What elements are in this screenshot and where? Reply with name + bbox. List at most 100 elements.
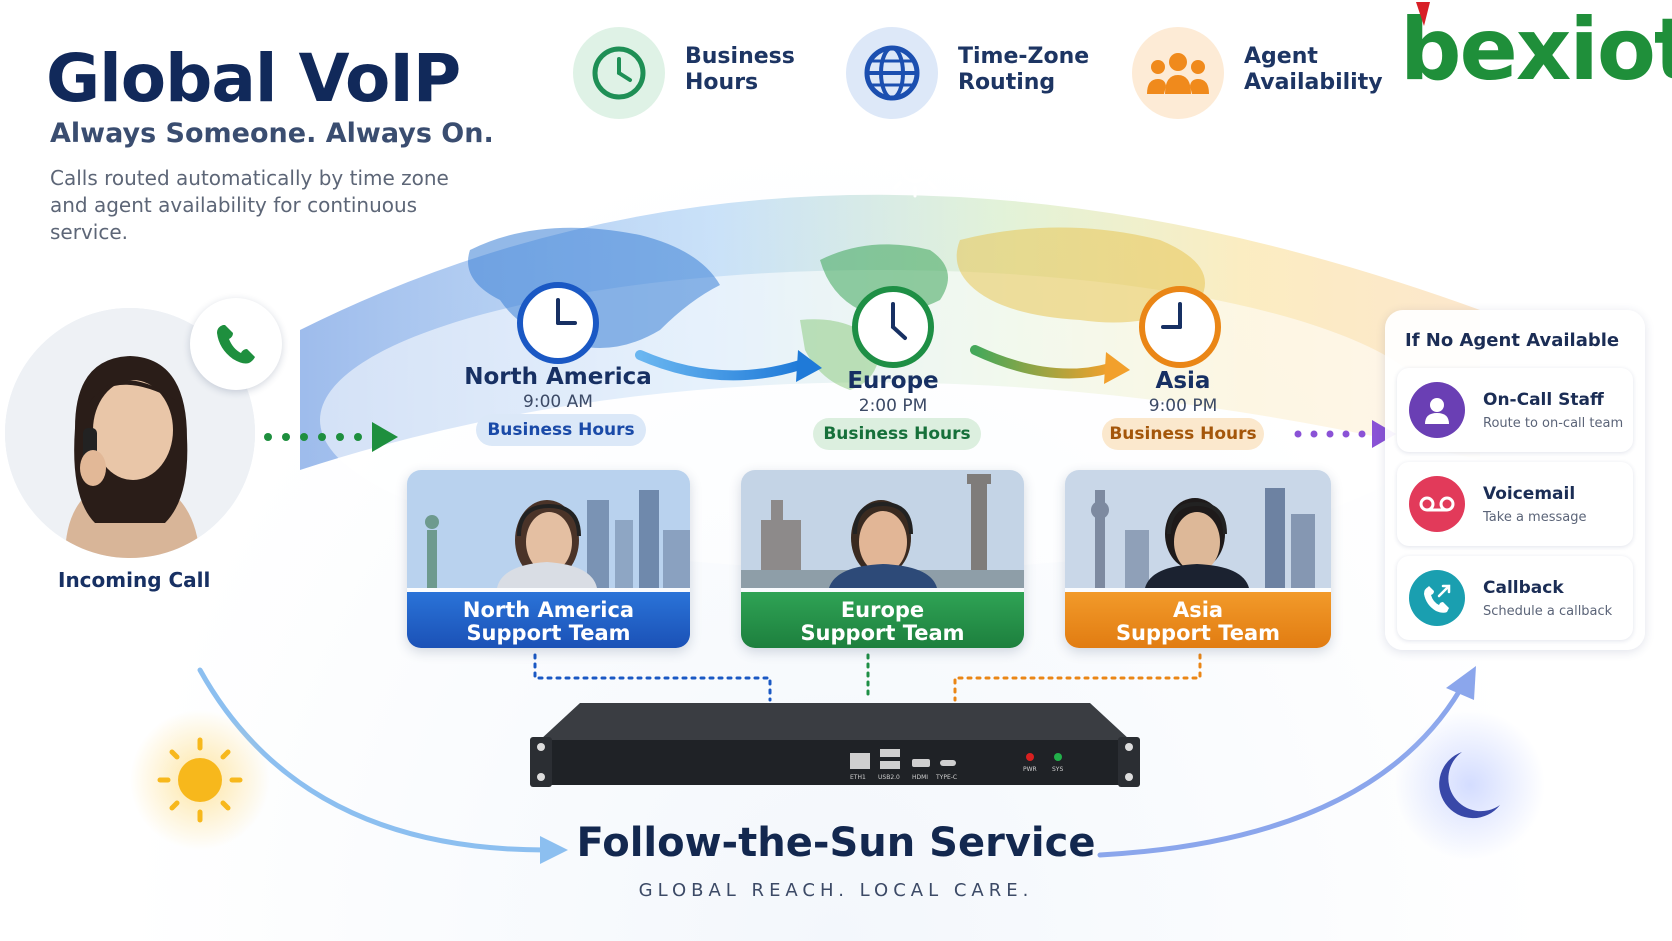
arrowhead-icon	[540, 836, 568, 864]
brand-logo: bexiot	[1400, 0, 1672, 100]
clock-icon	[1139, 286, 1221, 368]
feature-label-line: Availability	[1244, 70, 1383, 95]
moon-glow	[1395, 710, 1545, 860]
team-card-europe: Europe Support Team	[741, 470, 1024, 648]
incoming-call-label: Incoming Call	[58, 568, 211, 592]
fallback-option-name: On-Call Staff	[1483, 390, 1604, 410]
region-time: 9:00 PM	[1148, 396, 1218, 416]
page-subtitle: Always Someone. Always On.	[50, 118, 494, 149]
fallback-option-desc: Route to on-call team	[1483, 416, 1624, 431]
team-label: North America	[462, 598, 635, 622]
feature-label: Time-Zone Routing	[958, 44, 1108, 96]
voip-gateway-device: ETH1 USB2.0 HDMI TYPE-C PWR SYS	[530, 703, 1140, 787]
team-label: Europe	[840, 598, 925, 622]
status-badge: Business Hours	[476, 414, 646, 446]
team-label: Support Team	[466, 621, 631, 645]
clock-icon	[517, 282, 599, 364]
page-title: Global VoIP	[46, 40, 461, 117]
usb-port	[880, 749, 900, 757]
feature-label-line: Time-Zone	[958, 44, 1090, 69]
port-label: PWR	[1023, 766, 1037, 773]
fallback-panel: If No Agent Available On-Call Staff Rout…	[1385, 310, 1645, 650]
port-label: ETH1	[850, 774, 866, 781]
fallback-option-on-call: On-Call Staff Route to on-call team	[1397, 368, 1633, 452]
feature-label-line: Agent	[1244, 44, 1318, 69]
port-label: HDMI	[912, 774, 928, 781]
sun-icon	[157, 737, 243, 823]
power-led	[1026, 753, 1034, 761]
team-icon	[1132, 27, 1224, 119]
ethernet-port	[850, 753, 870, 769]
fallback-option-name: Callback	[1483, 578, 1564, 598]
sunset-icon	[1183, 178, 1242, 214]
clock-icon	[573, 27, 665, 119]
port-label: SYS	[1052, 766, 1063, 773]
star-icon	[558, 190, 562, 194]
team-card-north-america: North America Support Team	[407, 470, 690, 648]
sun-icon	[885, 138, 945, 198]
feature-time-zone-routing	[846, 27, 938, 119]
team-photo	[1065, 470, 1331, 588]
region-name: Asia	[1155, 368, 1211, 394]
person-icon	[1409, 382, 1465, 438]
region-name: Europe	[847, 368, 939, 394]
caller-avatar	[5, 308, 255, 558]
star-icon	[678, 166, 682, 170]
team-photo	[741, 470, 1024, 588]
fallback-option-name: Voicemail	[1483, 484, 1576, 504]
asia-map	[956, 227, 1205, 323]
footer-tagline: GLOBAL REACH. LOCAL CARE.	[638, 880, 1034, 901]
team-photo	[407, 470, 690, 588]
status-badge: Business Hours	[1102, 418, 1264, 450]
fallback-option-desc: Take a message	[1483, 510, 1587, 525]
feature-label: Business Hours	[685, 44, 835, 96]
phone-bubble	[190, 298, 282, 390]
logo-text: bexiot	[1400, 0, 1672, 100]
fallback-dotted-arrow	[1294, 420, 1396, 448]
feature-business-hours	[573, 27, 665, 119]
caller-illustration	[5, 308, 255, 558]
voicemail-icon	[1409, 476, 1465, 532]
team-label-bar: Asia Support Team	[1065, 592, 1331, 648]
usbc-port	[940, 760, 956, 766]
incoming-dotted-arrow	[264, 422, 398, 452]
usb-port	[880, 761, 900, 769]
region-time: 2:00 PM	[858, 396, 928, 416]
moon-icon	[582, 162, 620, 202]
sweep-arrow-left	[197, 667, 548, 853]
region-time: 9:00 AM	[523, 392, 593, 412]
footer-title: Follow-the-Sun Service	[576, 820, 1096, 866]
globe-icon	[846, 27, 938, 119]
team-label: Support Team	[1115, 621, 1281, 645]
flow-arrow-eu-asia	[970, 345, 1115, 379]
hdmi-port	[912, 759, 930, 767]
feature-label-line: Business	[685, 44, 795, 69]
status-led	[1054, 753, 1062, 761]
asia-connector	[953, 653, 1202, 702]
arrowhead-icon	[796, 350, 822, 382]
port-label: USB2.0	[878, 774, 900, 781]
feature-label-line: Routing	[958, 70, 1056, 95]
fallback-option-desc: Schedule a callback	[1483, 604, 1613, 619]
page-description: Calls routed automatically by time zone …	[50, 166, 449, 244]
phone-icon	[217, 325, 255, 364]
clock-icon	[852, 286, 934, 368]
team-label: Support Team	[800, 621, 965, 645]
flow-arrow-na-eu	[635, 350, 805, 381]
fallback-title: If No Agent Available	[1405, 330, 1620, 351]
logo-accent	[1416, 2, 1430, 26]
feature-label-line: Hours	[685, 70, 759, 95]
team-card-asia: Asia Support Team	[1065, 470, 1331, 648]
callback-icon	[1409, 570, 1465, 626]
arrowhead-icon	[1104, 352, 1130, 384]
fallback-option-callback: Callback Schedule a callback	[1397, 556, 1633, 640]
na-connector	[533, 653, 772, 702]
status-badge: Business Hours	[813, 418, 981, 450]
team-label-bar: Europe Support Team	[741, 592, 1024, 648]
team-label: Asia	[1172, 598, 1224, 622]
feature-label: Agent Availability	[1244, 44, 1394, 96]
moon-icon	[1439, 752, 1500, 819]
fallback-option-voicemail: Voicemail Take a message	[1397, 462, 1633, 546]
port-label: TYPE-C	[935, 774, 957, 781]
